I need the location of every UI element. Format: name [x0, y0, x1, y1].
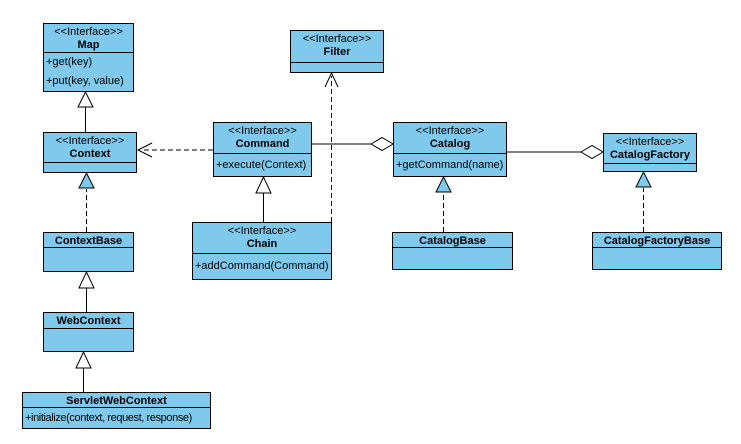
stereotype-label: <<Interface>>: [415, 125, 485, 137]
class-name: Filter: [323, 46, 351, 58]
class-name: WebContext: [56, 315, 121, 327]
realization-catalogbase-to-catalog: [435, 175, 452, 232]
class-box-filter[interactable]: <<Interface>> Filter: [290, 30, 384, 73]
method-label: +addCommand(Command): [195, 260, 329, 272]
class-box-command[interactable]: <<Interface>> Command +execute(Context): [213, 122, 312, 177]
dependency-chain-to-filter: [324, 71, 339, 222]
realization-catalogfactorybase-to-catalogfactory: [635, 170, 652, 232]
hollow-triangle-arrowhead: [77, 90, 94, 108]
stereotype-label: <<Interface>>: [54, 26, 123, 38]
dependency-command-to-context: [136, 142, 213, 158]
class-name: Context: [69, 148, 111, 160]
hollow-triangle-arrowhead: [75, 350, 92, 369]
stereotype-label: <<Interface>>: [228, 125, 297, 137]
class-box-catalogfactory[interactable]: <<Interface>> CatalogFactory: [603, 133, 697, 172]
class-name: Command: [235, 138, 290, 150]
stereotype-label: <<Interface>>: [302, 33, 372, 45]
hollow-diamond: [370, 136, 394, 152]
stereotype-label: <<Interface>>: [615, 136, 685, 148]
hollow-triangle-arrowhead: [255, 175, 272, 194]
stereotype-label: <<Interface>>: [227, 225, 297, 237]
class-box-context[interactable]: <<Interface>> Context: [43, 132, 137, 173]
hollow-diamond: [580, 144, 604, 160]
realization-contextbase-to-context: [78, 171, 95, 232]
class-box-contextbase[interactable]: ContextBase: [43, 232, 134, 272]
generalization-servletwebcontext-to-webcontext: [75, 350, 92, 392]
class-box-map[interactable]: <<Interface>> Map +get(key) +put(key, va…: [43, 23, 134, 92]
class-box-catalog[interactable]: <<Interface>> Catalog +getCommand(name): [393, 122, 507, 177]
class-name: ServletWebContext: [66, 395, 167, 407]
method-label: +getCommand(name): [396, 158, 504, 171]
class-name: ContextBase: [54, 235, 123, 247]
class-name: CatalogFactoryBase: [603, 235, 711, 247]
aggregation-command-catalog: [312, 136, 394, 152]
class-name: CatalogBase: [419, 235, 486, 247]
generalization-webcontext-to-contextbase: [78, 270, 95, 312]
class-name: Catalog: [429, 138, 471, 150]
open-arrowhead: [136, 142, 153, 158]
method-label: +put(key, value): [46, 75, 124, 87]
class-name: CatalogFactory: [609, 149, 691, 161]
generalization-context-to-map: [77, 90, 94, 132]
class-name: Map: [77, 39, 100, 51]
class-box-chain[interactable]: <<Interface>> Chain +addCommand(Command): [192, 222, 332, 280]
class-box-catalogfactorybase[interactable]: CatalogFactoryBase: [592, 232, 722, 270]
method-label: +execute(Context): [216, 158, 307, 171]
realization-triangle-arrowhead: [435, 175, 452, 193]
class-box-servletwebcontext[interactable]: ServletWebContext +initialize(context, r…: [22, 392, 211, 429]
class-name: Chain: [246, 238, 278, 250]
class-box-catalogbase[interactable]: CatalogBase: [392, 232, 513, 270]
method-label: +initialize(context, request, response): [25, 411, 192, 424]
realization-triangle-arrowhead: [635, 170, 652, 188]
aggregation-catalog-catalogfactory: [507, 144, 604, 160]
stereotype-label: <<Interface>>: [55, 135, 125, 147]
method-label: +get(key): [46, 56, 93, 68]
hollow-triangle-arrowhead: [78, 270, 95, 289]
open-arrowhead: [324, 71, 339, 88]
realization-triangle-arrowhead: [78, 171, 95, 189]
class-box-webcontext[interactable]: WebContext: [43, 312, 134, 352]
generalization-chain-to-command: [255, 175, 272, 222]
